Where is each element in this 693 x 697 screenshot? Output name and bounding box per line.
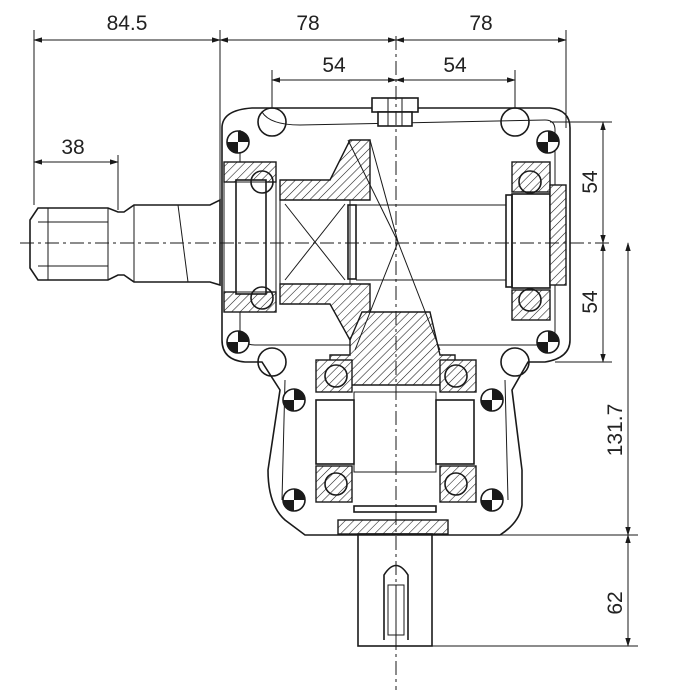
input-bevel-gear [279, 139, 371, 341]
dim-housing-right-half: 78 [469, 12, 492, 35]
dim-axis-to-output-flange: 131.7 [604, 404, 627, 457]
mounting-hole-markers [226, 130, 560, 512]
input-bearing-left [223, 161, 277, 313]
input-bearing-right [505, 161, 567, 321]
output-seal [337, 505, 449, 535]
dimension-lines [33, 30, 638, 647]
mounting-hole-icon [536, 130, 560, 154]
dim-bolt-spacing-upper: 54 [579, 170, 602, 194]
output-bearing-upper [315, 359, 477, 393]
mounting-hole-icon [226, 330, 250, 354]
output-bearing-lower [315, 465, 477, 503]
output-shaft [357, 533, 433, 647]
breather-plug [371, 97, 419, 127]
mounting-hole-icon [536, 330, 560, 354]
mounting-hole-icon [480, 488, 504, 512]
output-spacer [315, 391, 475, 473]
center-lines [20, 36, 612, 690]
dim-housing-left-half: 78 [296, 12, 319, 35]
dim-bolt-spacing-right: 54 [443, 54, 467, 77]
input-shaft-body [356, 204, 506, 281]
dim-bolt-spacing-lower: 54 [579, 290, 602, 314]
dim-output-shaft-length: 62 [604, 591, 627, 614]
dim-bolt-spacing-left: 54 [322, 54, 346, 77]
mounting-hole-icon [282, 388, 306, 412]
dim-input-shaft-length: 84.5 [107, 12, 148, 35]
dimension-labels: 84.5 78 78 54 54 38 54 54 131.7 62 [61, 12, 627, 615]
mounting-hole-icon [480, 388, 504, 412]
mounting-hole-icon [226, 130, 250, 154]
dim-spline-length: 38 [61, 136, 84, 159]
mounting-hole-icon [282, 488, 306, 512]
